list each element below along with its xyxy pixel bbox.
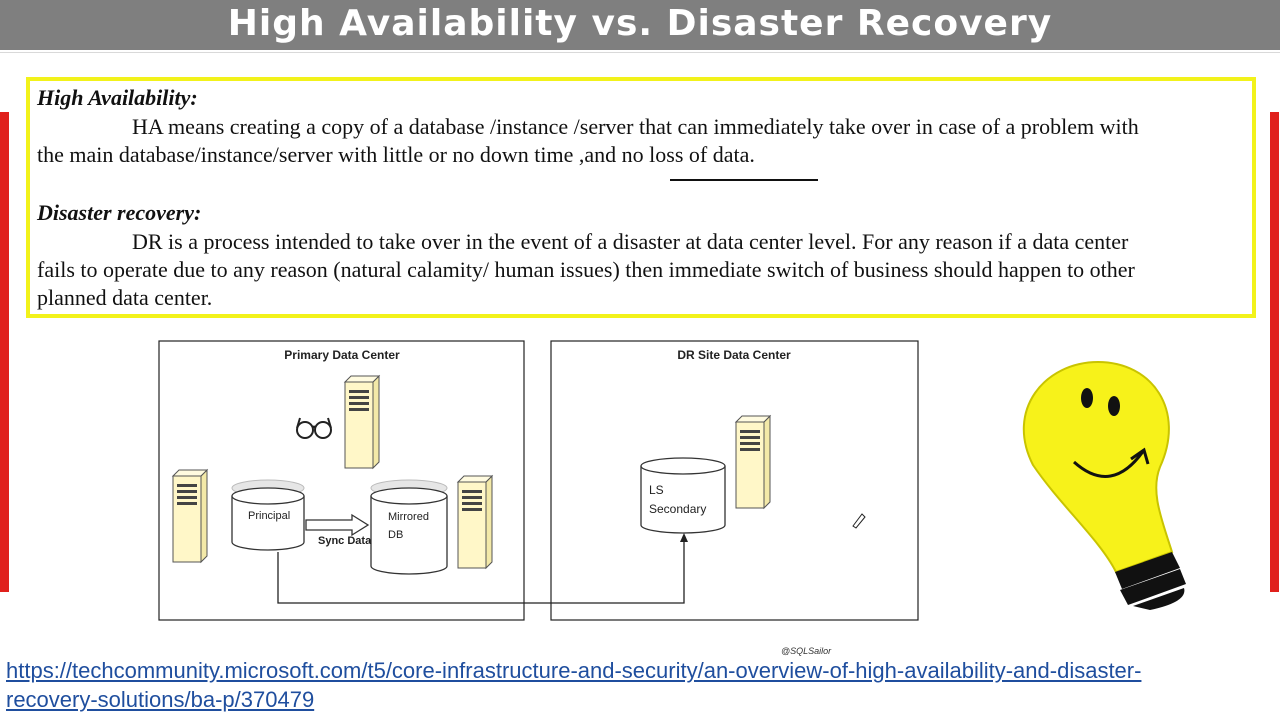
source-link-line1[interactable]: https://techcommunity.microsoft.com/t5/c…: [6, 658, 1142, 683]
slide-title: High Availability vs. Disaster Recovery: [227, 3, 1053, 44]
witness-server-icon: [344, 375, 380, 469]
right-accent-bar: [1270, 112, 1279, 592]
title-bar: [0, 0, 1280, 50]
smiling-lightbulb-icon: [1022, 360, 1186, 610]
diagram-credit: @SQLSailor: [781, 646, 832, 656]
ls-secondary-database-icon: [640, 457, 726, 534]
underline-annotation: [670, 179, 818, 181]
mirror-server-icon: [457, 475, 493, 569]
principal-database-icon: [231, 479, 305, 551]
dr-text-line3: planned data center.: [37, 285, 213, 310]
log-shipping-connector: [277, 540, 685, 604]
connector-arrowhead-icon: [680, 533, 688, 542]
ha-text-line1: HA means creating a copy of a database /…: [37, 113, 1248, 142]
ls-label-line1: LS: [649, 483, 664, 497]
title-divider: [0, 52, 1280, 53]
dr-data-center-box: [550, 340, 919, 621]
dr-data-center-title: DR Site Data Center: [677, 348, 791, 362]
principal-server-icon: [172, 469, 208, 563]
mirrored-database-icon: [370, 479, 448, 575]
dr-text-line1: DR is a process intended to take over in…: [37, 228, 1248, 257]
dr-text-line2: fails to operate due to any reason (natu…: [37, 257, 1135, 282]
witness-glasses-icon: [296, 417, 332, 439]
sync-data-label: Sync Data: [318, 535, 372, 547]
dr-heading: Disaster recovery:: [37, 200, 202, 225]
left-accent-bar: [0, 112, 9, 592]
ls-label-line2: Secondary: [649, 502, 706, 516]
source-link[interactable]: https://techcommunity.microsoft.com/t5/c…: [6, 656, 1226, 714]
sync-arrow-icon: [305, 513, 370, 537]
mirrored-label-line1: Mirrored: [388, 511, 429, 523]
ha-text-line1-content: HA means creating a copy of a database /…: [132, 114, 1139, 139]
ha-text-line2: the main database/instance/server with l…: [37, 142, 755, 167]
ha-heading: High Availability:: [37, 85, 198, 110]
definitions-box: [26, 77, 1256, 318]
dr-text-line1-content: DR is a process intended to take over in…: [132, 229, 1129, 254]
dr-server-icon: [735, 415, 771, 509]
mirrored-label-line2: DB: [388, 529, 403, 541]
principal-label: Principal: [248, 510, 290, 522]
primary-data-center-box: [158, 340, 525, 621]
source-link-line2[interactable]: recovery-solutions/ba-p/370479: [6, 687, 315, 712]
pen-cursor-icon: [852, 513, 866, 529]
primary-data-center-title: Primary Data Center: [284, 348, 400, 362]
